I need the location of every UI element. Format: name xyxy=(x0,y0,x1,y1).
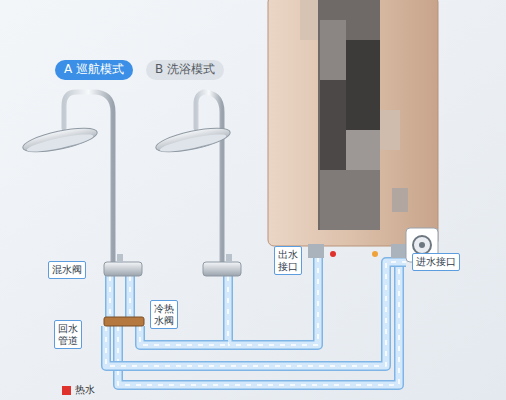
mode-button: A 巡航模式 xyxy=(55,60,133,80)
legend: 热水 xyxy=(62,383,95,397)
part-label: 回水管道 xyxy=(54,320,82,349)
mixing-valve-copper xyxy=(104,317,144,326)
water-heater xyxy=(268,0,438,258)
label-text: B 洗浴模式 xyxy=(155,63,215,77)
label-text: 冷热水阀 xyxy=(154,303,174,326)
mode-button: B 洗浴模式 xyxy=(146,60,224,80)
water-pipe xyxy=(110,276,111,318)
label-text: 混水阀 xyxy=(52,264,82,276)
legend-item: 热水 xyxy=(62,383,95,397)
shower-set xyxy=(21,92,142,276)
part-label: 出水接口 xyxy=(274,246,302,275)
legend-swatch xyxy=(62,386,71,395)
water-pipe xyxy=(130,276,131,318)
label-text: 出水接口 xyxy=(278,249,298,272)
label-text: 进水接口 xyxy=(416,256,456,268)
water-pipes xyxy=(106,258,406,385)
water-pipe xyxy=(106,262,406,366)
legend-text: 热水 xyxy=(75,383,95,397)
part-label: 混水阀 xyxy=(48,261,86,279)
label-text: 回水管道 xyxy=(58,323,78,346)
part-label: 进水接口 xyxy=(412,253,460,271)
part-label: 冷热水阀 xyxy=(150,300,178,329)
label-text: A 巡航模式 xyxy=(64,63,124,77)
shower-set xyxy=(154,92,241,276)
